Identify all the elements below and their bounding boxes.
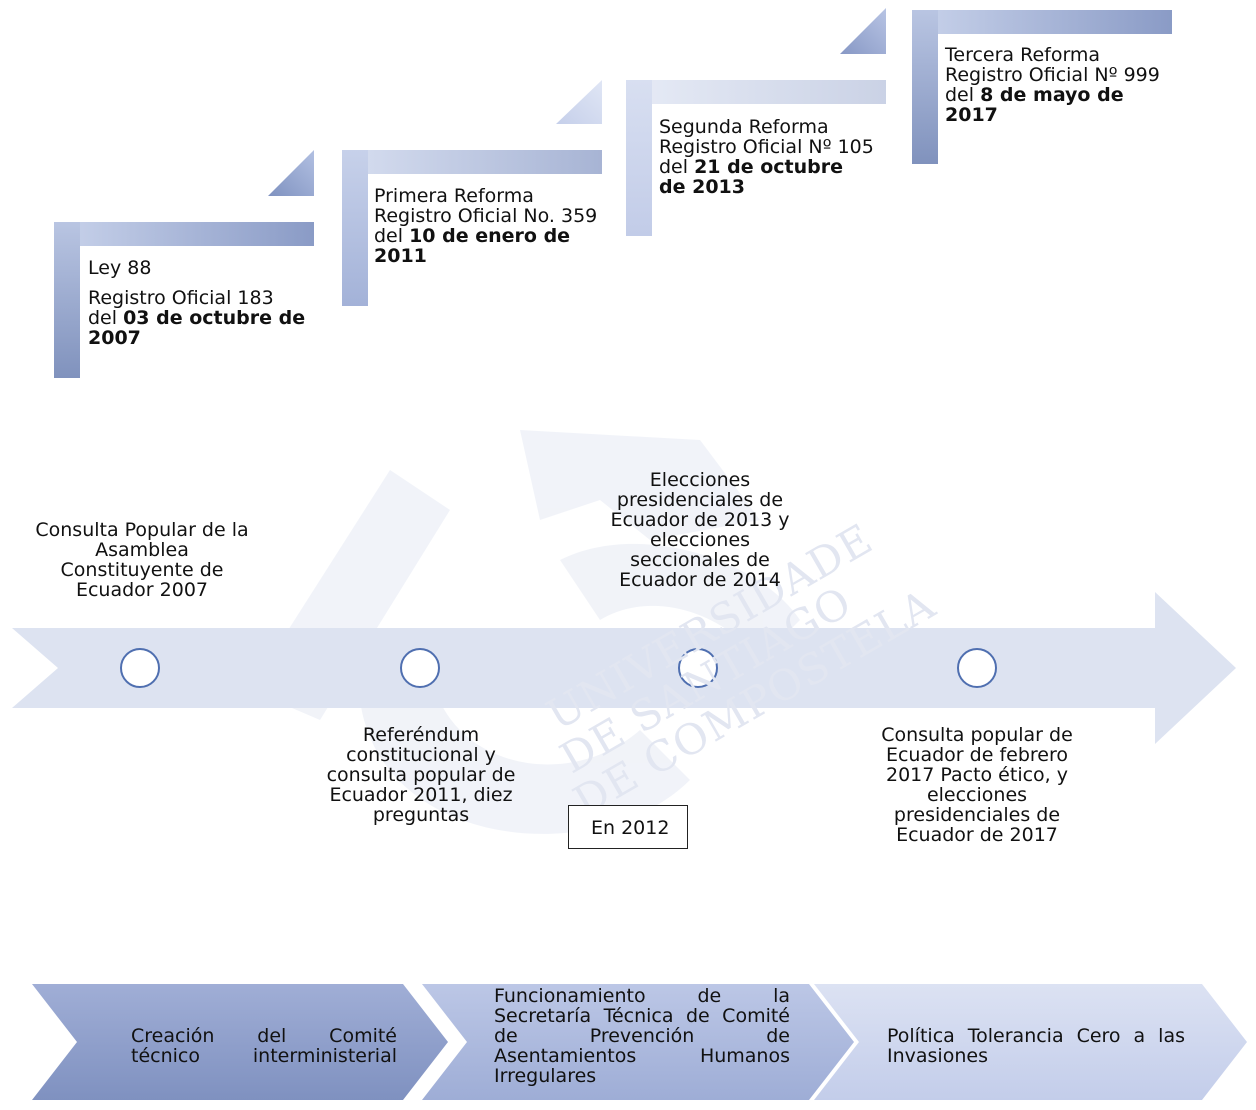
step-3-prefix: Segunda Reforma Registro Oficial Nº 105 … xyxy=(659,116,874,178)
chevron-3-label: Política Tolerancia Cero a las Invasione… xyxy=(887,1025,1185,1067)
step-2-arrowhead xyxy=(556,80,602,124)
timeline-marker-3 xyxy=(678,648,718,688)
step-4-bracket xyxy=(912,10,1172,164)
step-1-bracket xyxy=(54,150,314,378)
chevron-2 xyxy=(422,984,854,1100)
chevron-2-text: Funcionamiento de la Secretaría Técnica … xyxy=(494,986,790,1086)
step-4-text: Tercera Reforma Registro Oficial Nº 999 … xyxy=(945,45,1170,125)
step-3-arrowhead xyxy=(840,8,886,54)
step-3-date: 21 de octubre de 2013 xyxy=(659,156,844,198)
timeline-event-2011: Referéndum constitucional y consulta pop… xyxy=(326,724,516,826)
timeline-event-2013: Elecciones presidenciales de Ecuador de … xyxy=(610,469,790,591)
chevron-3-text: Política Tolerancia Cero a las Invasione… xyxy=(887,1026,1185,1066)
timeline-event-2017: Consulta popular de Ecuador de febrero 2… xyxy=(881,724,1073,846)
chevron-1-label: Creación del Comité técnico interministe… xyxy=(131,1025,397,1067)
timeline-marker-2 xyxy=(400,648,440,688)
chevron-1 xyxy=(32,984,448,1100)
timeline-marker-1 xyxy=(120,648,160,688)
step-2-prefix: Primera Reforma Registro Oficial No. 359… xyxy=(374,185,598,247)
step-2-text: Primera Reforma Registro Oficial No. 359… xyxy=(374,186,599,266)
step-4-date: 8 de mayo de 2017 xyxy=(945,84,1124,126)
step-4-prefix: Tercera Reforma Registro Oficial Nº 999 … xyxy=(945,44,1160,106)
timeline-event-2007: Consulta Popular de la Asamblea Constitu… xyxy=(35,519,249,601)
step-1-title: Ley 88 xyxy=(88,257,152,279)
chevron-1-text: Creación del Comité técnico interministe… xyxy=(131,1026,397,1066)
timeline-marker-4 xyxy=(957,648,997,688)
step-1-date: 03 de octubre de 2007 xyxy=(88,307,306,349)
timeline-arrow xyxy=(12,592,1236,744)
chevron-2-label: Funcionamiento de la Secretaría Técnica … xyxy=(494,985,790,1087)
step-2-date: 10 de enero de 2011 xyxy=(374,225,571,267)
timeline-box-2012: En 2012 xyxy=(568,805,689,849)
step-3-text: Segunda Reforma Registro Oficial Nº 105 … xyxy=(659,117,874,197)
step-1-detail-prefix: Registro Oficial 183 del xyxy=(88,287,274,329)
step-2-bracket xyxy=(342,80,602,306)
step-1-text: Ley 88 Registro Oficial 183 del 03 de oc… xyxy=(88,258,308,348)
chevron-3 xyxy=(814,984,1247,1100)
step-1-arrowhead xyxy=(268,150,314,196)
step-3-bracket xyxy=(626,8,886,236)
step-1-detail: Registro Oficial 183 del 03 de octubre d… xyxy=(88,288,308,348)
